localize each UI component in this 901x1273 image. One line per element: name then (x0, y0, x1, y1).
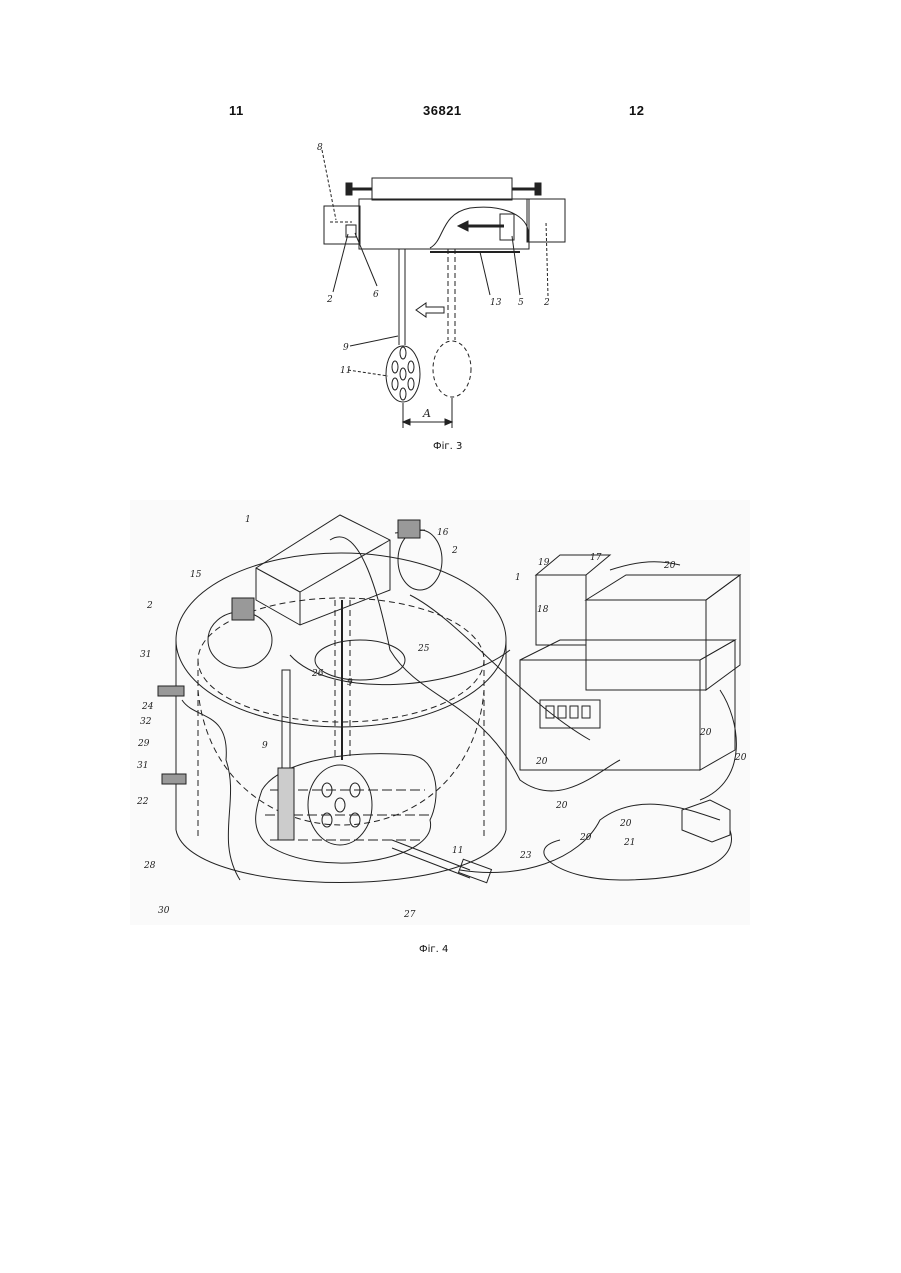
fig4-label-25: 25 (417, 644, 430, 654)
fig4-label-32: 32 (140, 717, 152, 727)
fig4-label-19: 19 (538, 558, 550, 568)
fig4-label-27: 27 (403, 910, 416, 920)
fig4-label-20-a: 20 (535, 757, 548, 767)
figure-4-drawing: 1 16 2 15 2 1 19 17 20 18 25 9 31 26 24 … (0, 0, 901, 960)
fig4-label-16: 16 (437, 528, 449, 538)
fig4-label-20-d: 20 (579, 833, 592, 843)
fig4-label-21: 21 (623, 838, 635, 848)
fig4-label-1-top: 1 (245, 515, 251, 525)
fig4-label-20-top: 20 (663, 561, 676, 571)
fig4-label-11: 11 (452, 846, 463, 856)
fig4-label-15: 15 (190, 570, 202, 580)
fig4-label-20-e: 20 (734, 753, 747, 763)
fig4-label-20-b: 20 (555, 801, 568, 811)
fig4-label-1-right: 1 (515, 573, 521, 583)
fig4-label-20-c: 20 (619, 819, 632, 829)
fig4-label-2-left: 2 (146, 601, 153, 611)
fig4-label-22: 22 (136, 797, 149, 807)
fig4-label-24: 24 (141, 702, 154, 712)
fig4-label-28: 28 (143, 861, 156, 871)
fig4-label-31-top: 31 (140, 650, 151, 660)
fig4-label-9-upper: 9 (347, 678, 353, 688)
fig4-label-20-f: 20 (699, 728, 712, 738)
fig4-label-26: 26 (311, 669, 324, 679)
fig4-label-17: 17 (590, 553, 602, 563)
fig4-label-31-bottom: 31 (137, 761, 148, 771)
figure-4-caption: Фіг. 4 (419, 944, 448, 955)
fig4-label-18: 18 (537, 605, 549, 615)
fig4-label-30: 30 (158, 906, 170, 916)
fig4-label-23: 23 (519, 851, 532, 861)
fig4-label-9-lower: 9 (262, 741, 268, 751)
fig4-label-29: 29 (137, 739, 150, 749)
fig4-label-2-top: 2 (451, 546, 458, 556)
